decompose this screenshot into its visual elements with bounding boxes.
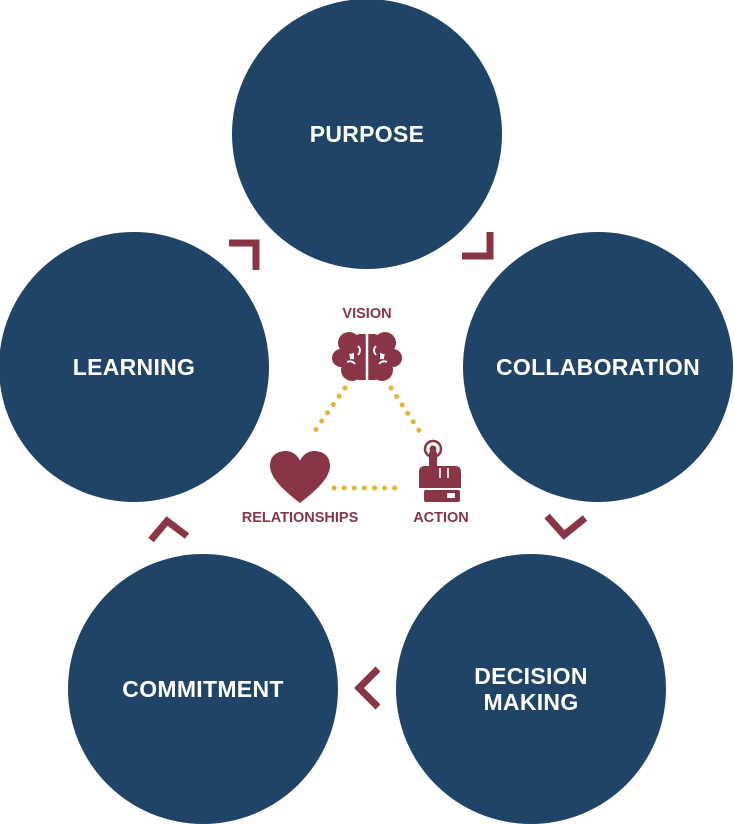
chevron-collaboration-to-decision-icon <box>544 513 588 540</box>
node-collaboration: COLLABORATION <box>463 232 733 502</box>
collaboration-label: COLLABORATION <box>496 354 700 380</box>
commitment-circle <box>68 554 338 824</box>
commitment-label: COMMITMENT <box>122 676 283 702</box>
decision-label-line-1: DECISION <box>474 663 588 689</box>
action-label: ACTION <box>413 510 469 526</box>
dotted-connector-vision-relationships <box>311 385 348 435</box>
chevron-purpose-to-collaboration-icon <box>462 232 494 260</box>
decision-making-circle <box>396 554 666 824</box>
node-purpose: PURPOSE <box>232 0 502 269</box>
node-learning: LEARNING <box>0 232 269 502</box>
purpose-label: PURPOSE <box>310 121 425 147</box>
brain-icon <box>332 332 402 382</box>
pointing-hand-icon <box>419 439 461 502</box>
vision-group: VISION <box>332 306 402 382</box>
heart-icon <box>270 451 330 503</box>
relationships-label: RELATIONSHIPS <box>242 510 359 526</box>
chevron-commitment-to-learning-icon <box>148 516 190 543</box>
vision-label: VISION <box>342 306 391 322</box>
relationships-group: RELATIONSHIPS <box>242 451 359 526</box>
chevron-learning-to-purpose-icon <box>229 239 260 270</box>
purpose-circle <box>232 0 502 269</box>
node-decision-making: DECISION MAKING <box>396 554 666 824</box>
decision-label-line-2: MAKING <box>483 689 578 715</box>
collaboration-circle <box>463 232 733 502</box>
chevron-decision-to-commitment-icon <box>354 666 381 710</box>
node-commitment: COMMITMENT <box>68 554 338 824</box>
action-group: ACTION <box>413 439 469 526</box>
learning-circle <box>0 232 269 502</box>
learning-label: LEARNING <box>73 354 196 380</box>
dotted-connector-vision-action <box>388 385 423 435</box>
